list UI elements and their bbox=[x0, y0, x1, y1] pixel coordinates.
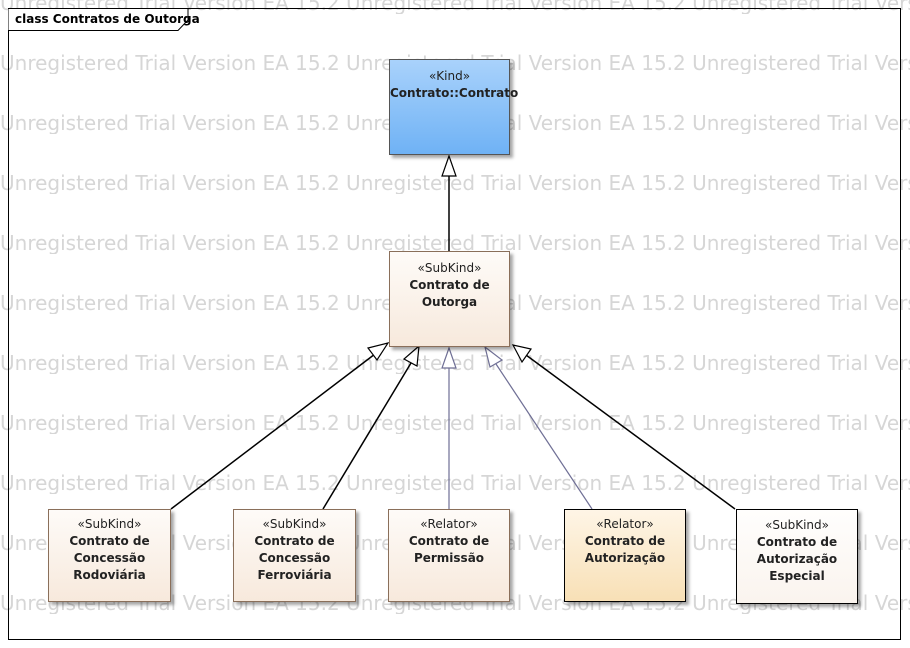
class-contrato-de-permissao[interactable]: «Relator» Contrato de Permissão bbox=[388, 509, 510, 602]
class-stereotype: «SubKind» bbox=[77, 517, 142, 531]
class-stereotype: «SubKind» bbox=[765, 518, 829, 532]
class-name: Contrato de Autorização bbox=[584, 534, 666, 565]
class-name: Contrato de Autorização Especial bbox=[756, 535, 838, 583]
edge-arrowhead bbox=[366, 342, 390, 362]
class-contrato-de-autorizacao[interactable]: «Relator» Contrato de Autorização bbox=[564, 509, 686, 602]
class-name: Contrato de Outorga bbox=[409, 278, 490, 309]
class-contrato-de-concessao-ferroviaria[interactable]: «SubKind» Contrato de Concessão Ferroviá… bbox=[233, 509, 356, 602]
diagram-frame bbox=[8, 8, 901, 640]
edge-arrowhead bbox=[484, 345, 504, 368]
class-name: Contrato::Contrato bbox=[390, 86, 519, 100]
edge-rodoviaria-outorga bbox=[170, 353, 376, 510]
class-name: Contrato de Concessão Ferroviária bbox=[254, 534, 335, 582]
class-contrato[interactable]: «Kind» Contrato::Contrato bbox=[389, 59, 519, 155]
class-stereotype: «Relator» bbox=[596, 517, 654, 531]
edge-arrowhead bbox=[441, 154, 457, 177]
class-name: Contrato de Concessão Rodoviária bbox=[69, 534, 150, 582]
frame-tab bbox=[8, 8, 189, 31]
edge-arrowhead bbox=[402, 344, 420, 367]
class-stereotype: «Relator» bbox=[420, 517, 478, 531]
class-contrato-de-outorga[interactable]: «SubKind» Contrato de Outorga bbox=[389, 251, 510, 347]
class-stereotype: «SubKind» bbox=[417, 261, 482, 275]
class-name: Contrato de Permissão bbox=[408, 534, 490, 565]
class-stereotype: «Kind» bbox=[428, 69, 471, 83]
edge-ferroviaria-outorga bbox=[322, 362, 412, 510]
class-contrato-de-autorizacao-especial[interactable]: «SubKind» Contrato de Autorização Especi… bbox=[736, 509, 858, 604]
edge-arrowhead bbox=[441, 346, 457, 369]
edge-arrowhead bbox=[511, 344, 533, 364]
class-contrato-de-concessao-rodoviaria[interactable]: «SubKind» Contrato de Concessão Rodoviár… bbox=[48, 509, 171, 602]
frame-title: class Contratos de Outorga bbox=[15, 12, 200, 26]
edge-autorizacao-especial-outorga bbox=[525, 354, 736, 510]
class-stereotype: «SubKind» bbox=[262, 517, 327, 531]
edge-autorizacao-outorga bbox=[495, 363, 593, 510]
